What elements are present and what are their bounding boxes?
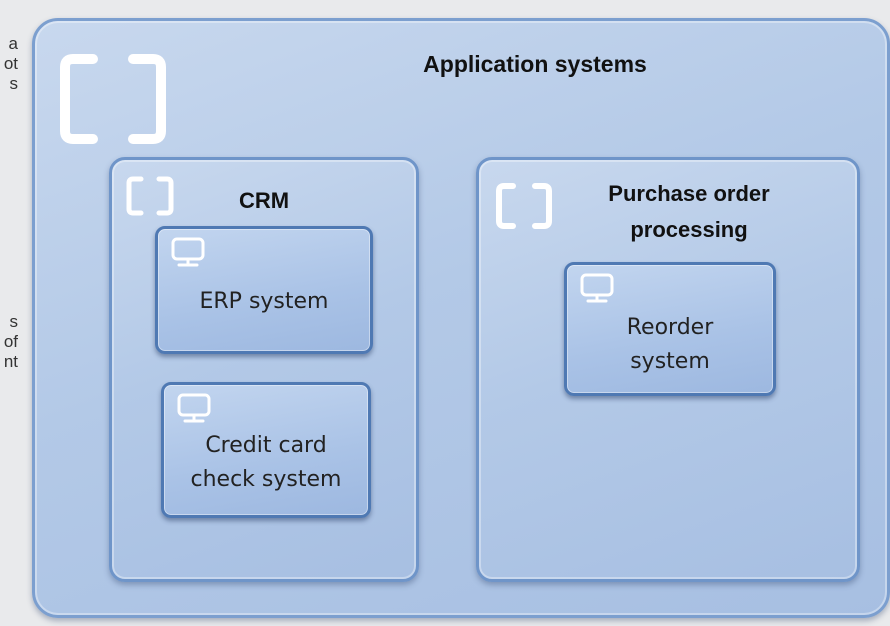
side-fragment: ot	[3, 54, 18, 73]
purchase-order-title: Purchase order processing	[539, 176, 839, 248]
side-fragment: a	[8, 34, 18, 53]
credit-label-line2: check system	[190, 467, 342, 492]
purchase-order-title-line1: Purchase order	[608, 181, 770, 206]
credit-card-check-system-component[interactable]: Credit card check system	[161, 382, 371, 518]
monitor-icon	[171, 237, 205, 267]
reorder-label-line2: system	[630, 349, 710, 374]
monitor-icon	[580, 273, 614, 303]
side-text-lower: s of nt	[0, 312, 18, 372]
application-collaboration-icon	[126, 176, 174, 216]
credit-label-line1: Credit card	[205, 433, 327, 458]
application-systems-title: Application systems	[423, 51, 647, 77]
reorder-label-line1: Reorder	[626, 315, 714, 340]
side-fragment: of	[3, 332, 18, 351]
purchase-order-title-line2: processing	[630, 217, 748, 242]
erp-system-component[interactable]: ERP system	[155, 226, 373, 354]
application-collaboration-icon	[60, 54, 166, 144]
crm-group[interactable]: CRM	[109, 157, 419, 582]
monitor-icon	[177, 393, 211, 423]
side-fragment: s	[9, 74, 19, 93]
side-fragment: s	[9, 312, 19, 331]
reorder-system-label: Reorder system	[567, 311, 773, 379]
credit-card-check-label: Credit card check system	[164, 429, 368, 497]
reorder-system-component[interactable]: Reorder system	[564, 262, 776, 396]
erp-system-label: ERP system	[199, 289, 329, 314]
application-collaboration-icon	[496, 183, 552, 229]
side-text-upper: a ot s	[0, 34, 18, 94]
crm-title: CRM	[238, 188, 290, 213]
side-fragment: nt	[3, 352, 18, 371]
